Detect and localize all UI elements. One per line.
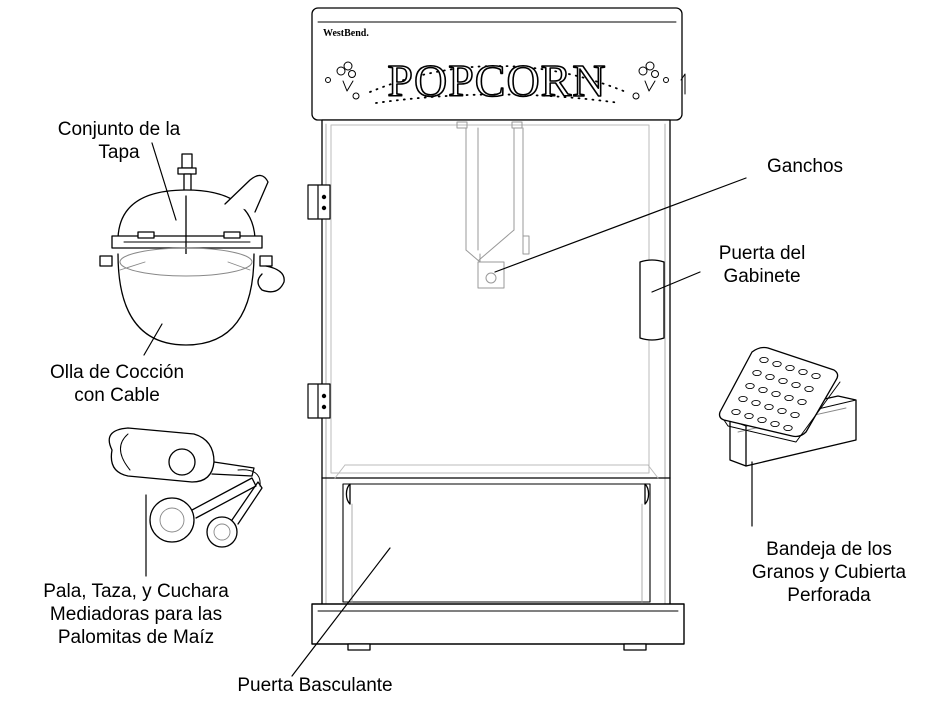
perforation-hole (759, 356, 769, 364)
popcorn-machine: WestBend. POPCORN (307, 7, 686, 651)
label-kettle-line-1: Olla de Cocción (49, 362, 185, 383)
perforation-hole (770, 420, 780, 428)
leader-kettle (143, 323, 163, 356)
machine-base (311, 603, 685, 645)
label-tray-line-2: Granos y Cubierta (751, 562, 907, 583)
perforation-hole (751, 399, 761, 407)
perforation-hole (752, 369, 762, 377)
sign-popcorn-icon-right (632, 61, 669, 100)
leader-tilt-door (291, 547, 391, 677)
label-lid-line-1: Conjunto de la (57, 119, 181, 140)
perforation-hole (778, 377, 788, 385)
perforation-hole (771, 390, 781, 398)
brand-logo: WestBend. (323, 28, 369, 39)
label-kettle-line-2: con Cable (74, 385, 160, 406)
perforation-hole (811, 372, 821, 380)
perforation-hole (790, 411, 800, 419)
label-hooks: Ganchos (740, 155, 870, 178)
label-scoop: Pala, Taza, y Cuchara Mediadoras para la… (0, 580, 272, 649)
label-scoop-line-3: Palomitas de Maíz (57, 627, 215, 648)
popcorn-sign-text: POPCORN (387, 55, 606, 106)
perforation-hole (785, 364, 795, 372)
label-lid-line-2: Tapa (98, 142, 140, 163)
perforation-hole (798, 368, 808, 376)
perforation-hole (784, 394, 794, 402)
leader-hooks (494, 177, 747, 273)
perforation-hole (804, 385, 814, 393)
cabinet-frame (321, 119, 671, 611)
leader-cabinet-door (651, 271, 701, 293)
hinge-top (307, 184, 331, 220)
perforation-hole (765, 373, 775, 381)
door-handle (639, 259, 665, 341)
leader-lid (151, 142, 177, 221)
label-lid-assembly: Conjunto de la Tapa (24, 118, 214, 164)
scoop-illustration (108, 427, 263, 548)
label-hooks-line-1: Ganchos (766, 156, 844, 177)
tilt-door-panel (342, 483, 651, 603)
perforation-hole (791, 381, 801, 389)
hinge-bottom (307, 383, 331, 419)
label-scoop-line-1: Pala, Taza, y Cuchara (43, 581, 229, 602)
label-tray-line-3: Perforada (787, 585, 871, 606)
label-scoop-line-2: Mediadoras para las (49, 604, 223, 625)
perforation-hole (731, 408, 741, 416)
perforation-hole (738, 395, 748, 403)
label-tilt-door-line-1: Puerta Basculante (237, 675, 393, 696)
label-kettle: Olla de Cocción con Cable (0, 361, 234, 407)
perforation-hole (772, 360, 782, 368)
hooks (456, 121, 530, 289)
label-tilt-door: Puerta Basculante (200, 674, 430, 697)
perforation-hole (757, 416, 767, 424)
perforation-hole (797, 398, 807, 406)
leader-lines (143, 142, 753, 677)
label-tray-line-1: Bandeja de los (766, 539, 892, 560)
label-cabinet-line-2: Gabinete (723, 266, 801, 287)
tray-illustration (718, 346, 857, 467)
perforation-hole (745, 382, 755, 390)
perforation-hole (758, 386, 768, 394)
perforation-hole (783, 424, 793, 432)
perforation-hole (744, 412, 754, 420)
perforation-hole (764, 403, 774, 411)
label-cabinet-line-1: Puerta del (718, 243, 806, 264)
label-tray: Bandeja de los Granos y Cubierta Perfora… (724, 538, 934, 607)
label-cabinet-door: Puerta del Gabinete (692, 242, 832, 288)
perforation-hole (777, 407, 787, 415)
sign-popcorn-icon-left (325, 61, 360, 100)
kettle-illustration (99, 153, 285, 346)
